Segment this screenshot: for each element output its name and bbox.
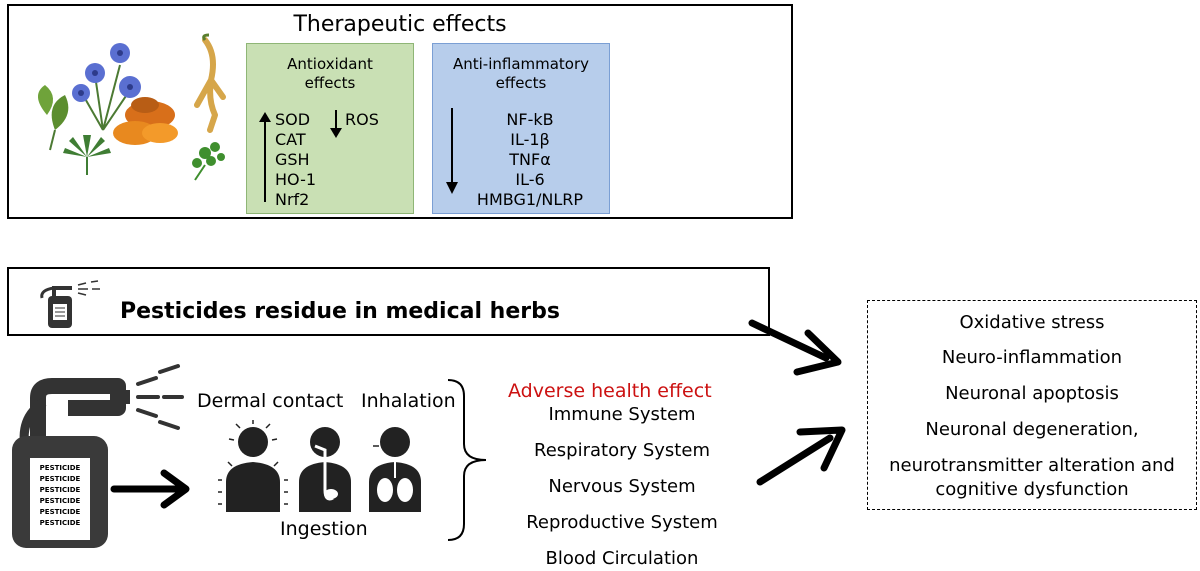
outcome-item: cognitive dysfunction — [935, 479, 1129, 500]
pesticides-title: Pesticides residue in medical herbs — [120, 299, 560, 324]
dermal-human-icon — [218, 420, 288, 512]
system-item: Nervous System — [548, 476, 696, 497]
ingestion-label: Ingestion — [280, 518, 368, 540]
herbs-illustration-icon — [37, 33, 226, 181]
outcome-item: Neuronal degeneration, — [925, 419, 1139, 440]
list-item: TNFα — [509, 150, 551, 169]
list-item: IL-6 — [515, 170, 545, 189]
outcome-item: Neuronal apoptosis — [945, 383, 1119, 404]
antioxidant-panel — [246, 43, 414, 214]
up-arrow-icon — [259, 112, 271, 202]
dermal-contact-label: Dermal contact — [197, 390, 344, 412]
anti-inflammatory-panel — [432, 43, 610, 214]
outcome-item: Oxidative stress — [959, 312, 1105, 333]
can-label-text: PESTICIDE — [40, 519, 81, 527]
brace-icon — [447, 379, 487, 541]
antioxidant-title-line2: effects — [304, 74, 356, 92]
small-sprayer-icon — [40, 280, 100, 328]
list-item: CAT — [275, 130, 306, 149]
system-item: Blood Circulation — [545, 548, 699, 569]
list-item: IL-1β — [510, 130, 550, 149]
list-item: HO-1 — [275, 170, 317, 189]
can-label-text: PESTICIDE — [40, 497, 81, 505]
anti-inflammatory-title-line2: effects — [495, 74, 547, 92]
adverse-health-title: Adverse health effect — [508, 380, 712, 402]
list-item: HMBG1/NLRP — [476, 190, 584, 209]
down-arrow-icon — [446, 108, 458, 194]
can-label-text: PESTICIDE — [40, 475, 81, 483]
can-label-text: PESTICIDE — [40, 464, 81, 472]
list-item: Nrf2 — [275, 190, 310, 209]
right-arrow-icon — [110, 469, 190, 509]
can-label-text: PESTICIDE — [40, 508, 81, 516]
therapeutic-effects-title: Therapeutic effects — [293, 12, 507, 37]
antioxidant-title-line1: Antioxidant — [287, 55, 373, 73]
list-item: SOD — [275, 110, 311, 129]
outcomes-box — [867, 300, 1197, 510]
inhalation-human-icon — [369, 427, 421, 512]
antioxidant-up-list: SOD CAT GSH HO-1 Nrf2 — [275, 110, 316, 210]
can-label-text: PESTICIDE — [40, 486, 81, 494]
system-item: Respiratory System — [534, 440, 710, 461]
anti-inflammatory-list: NF-kB IL-1β TNFα IL-6 HMBG1/NLRP — [465, 110, 595, 210]
ros-label: ROS — [345, 110, 379, 129]
anti-inflammatory-title: Anti-inflammatory effects — [432, 55, 610, 93]
therapeutic-effects-box — [7, 4, 793, 219]
system-item: Immune System — [548, 404, 696, 425]
list-item: NF-kB — [506, 110, 554, 129]
antioxidant-title: Antioxidant effects — [246, 55, 414, 93]
outcome-item: Neuro-inflammation — [941, 347, 1123, 368]
inhalation-label: Inhalation — [361, 390, 456, 412]
outcome-item: neurotransmitter alteration and — [889, 455, 1175, 476]
system-item: Reproductive System — [526, 512, 718, 533]
pesticide-sprayer-icon: PESTICIDE PESTICIDE PESTICIDE PESTICIDE … — [12, 364, 184, 548]
ingestion-human-icon — [299, 427, 351, 512]
pesticides-box — [7, 267, 770, 336]
down-arrow-icon — [330, 110, 342, 138]
list-item: GSH — [275, 150, 310, 169]
anti-inflammatory-title-line1: Anti-inflammatory — [452, 55, 590, 73]
